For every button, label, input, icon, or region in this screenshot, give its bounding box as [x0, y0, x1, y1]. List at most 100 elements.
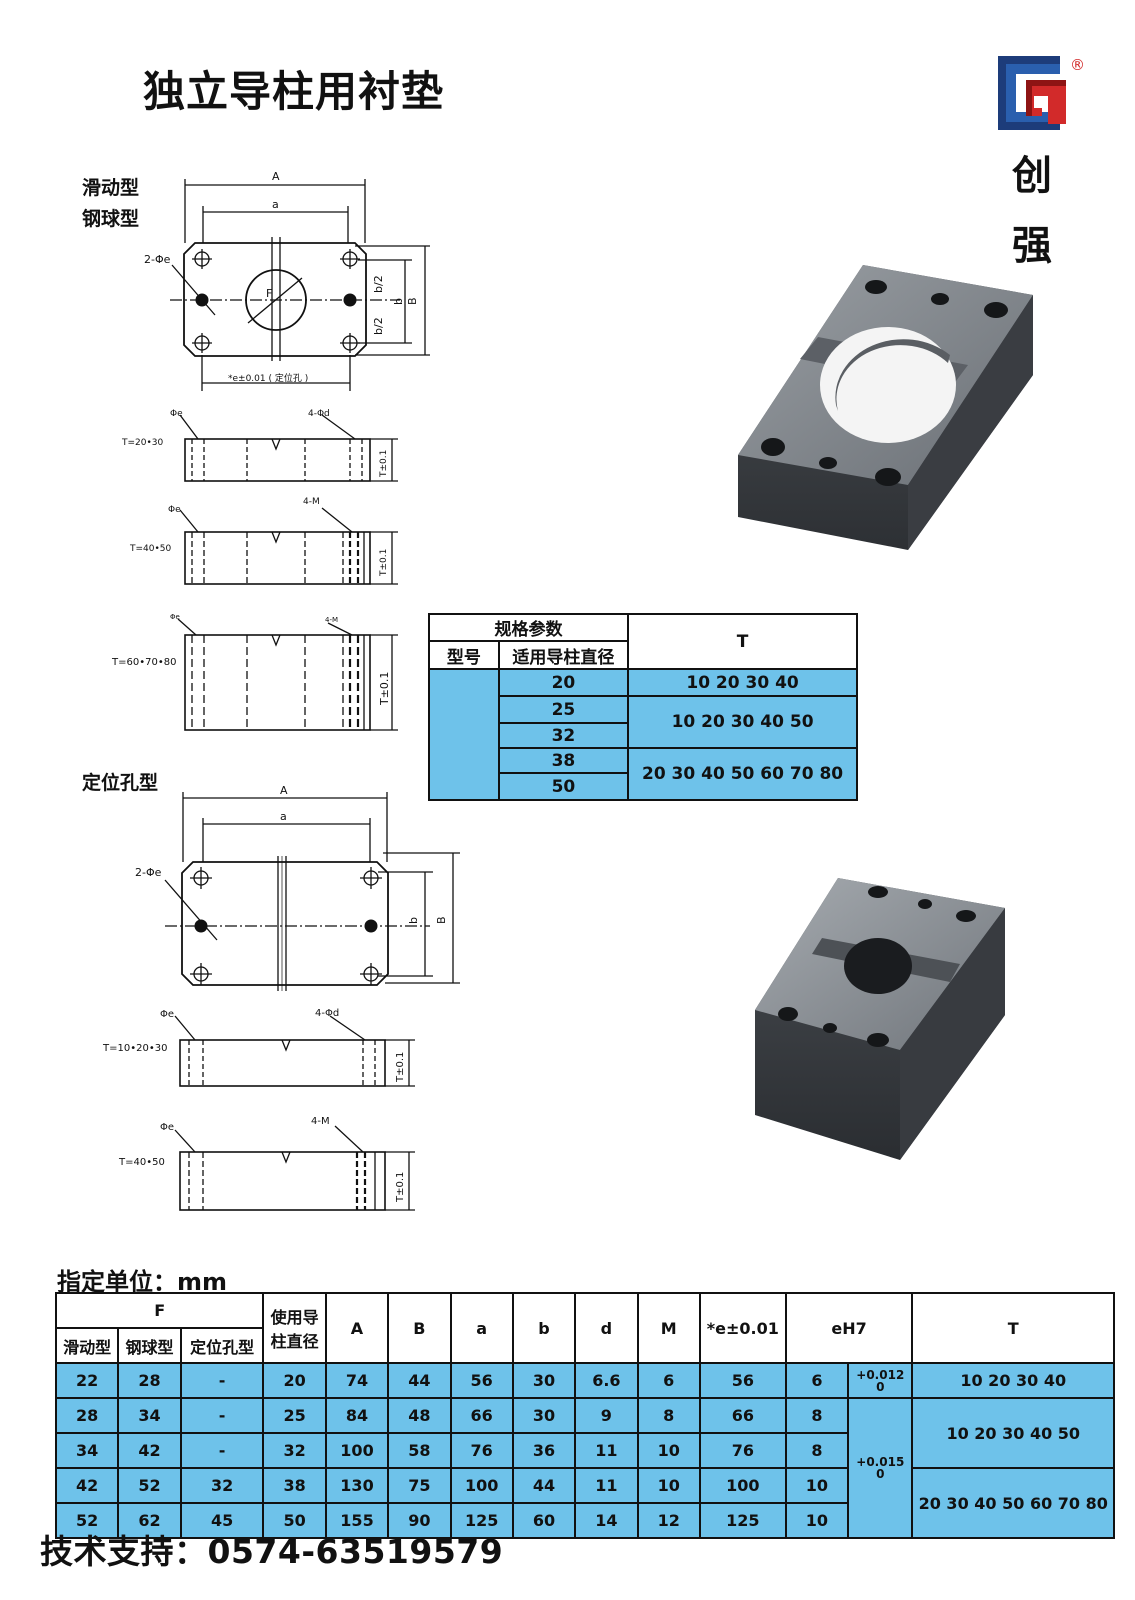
side2-right-label: 4-M: [303, 497, 320, 507]
spec-row-dia: 20: [497, 668, 630, 697]
hdr-e: *e±0.01: [698, 1292, 787, 1364]
cell: 34: [117, 1397, 182, 1434]
cell: 76: [698, 1432, 787, 1469]
dim2-a: a: [280, 810, 287, 823]
cell: 6.6: [574, 1362, 639, 1399]
cell: 100: [698, 1467, 787, 1504]
dim2-b: b: [407, 917, 420, 924]
cell: 130: [324, 1467, 390, 1504]
diagram-slide-ball: A a 2-Φe F *e±0.01 ( 定位孔 ) B b b/2 b/2 T…: [111, 170, 430, 731]
product-photo-positioning-type: [755, 878, 1005, 1160]
spec-group-header: 规格参数: [427, 613, 630, 642]
registered-mark: ®: [1070, 56, 1085, 74]
cell: 10: [784, 1502, 850, 1539]
cell: 58: [387, 1432, 452, 1469]
hdr-F-ball: 钢球型: [117, 1327, 182, 1364]
cell: 6: [636, 1362, 701, 1399]
cell: 25: [262, 1397, 327, 1434]
main-spec-table: F 使用导柱直径 A B a b d M *e±0.01 eH7 T 滑动型 钢…: [54, 1292, 1115, 1539]
page-title: 独立导柱用衬垫: [143, 67, 445, 116]
cell: 12: [636, 1502, 701, 1539]
table-row: 22 28 - 20 74 44 56 30 6.6 6 56 6 +0.012…: [54, 1362, 1115, 1399]
hdr-eH7: eH7: [784, 1292, 914, 1364]
spec-col-dia: 适用导柱直径: [497, 640, 630, 670]
cell: 20: [262, 1362, 327, 1399]
cell: 44: [511, 1467, 577, 1504]
dim-A: A: [272, 170, 280, 183]
dim2-B: B: [435, 916, 448, 924]
side1-left-label: Φe: [170, 409, 183, 419]
side3-left-label: Φe: [170, 613, 180, 621]
side1-t-label: T=20•30: [121, 438, 164, 448]
side1-right-label: 4-Φd: [308, 409, 330, 419]
cell: 28: [54, 1397, 120, 1434]
cell: 75: [387, 1467, 452, 1504]
cell: 11: [574, 1467, 639, 1504]
bore-label: F: [266, 287, 272, 300]
cell: 8: [784, 1397, 850, 1434]
hdr-F-slide: 滑动型: [54, 1327, 120, 1364]
cell: 50: [262, 1502, 327, 1539]
cell: 56: [698, 1362, 787, 1399]
cell: 52: [54, 1502, 120, 1539]
cell: 8: [784, 1432, 850, 1469]
cell: 155: [324, 1502, 390, 1539]
cell: 66: [449, 1397, 514, 1434]
cell: 6: [784, 1362, 850, 1399]
spec-table: 规格参数 T 型号 适用导柱直径 20 10 20 30 40 25 10 20…: [427, 613, 858, 801]
diagram-positioning: A a 2-Φe B b T=10•20•30 Φe 4-Φd T±0.1: [102, 784, 460, 1211]
spec-row-dia: 32: [497, 722, 630, 749]
cell: 11: [574, 1432, 639, 1469]
cell: 125: [449, 1502, 514, 1539]
cell: 45: [179, 1502, 265, 1539]
cell: 100: [324, 1432, 390, 1469]
hdr-F: F: [54, 1292, 265, 1329]
hdr-B: B: [387, 1292, 452, 1364]
cell: 66: [698, 1397, 787, 1434]
spec-row-dia: 50: [497, 772, 630, 801]
spec-row-T: 10 20 30 40: [627, 668, 858, 697]
side2a-tol: T±0.1: [395, 1052, 406, 1083]
spec-col-T: T: [627, 613, 858, 670]
spec-row-dia: 25: [497, 695, 630, 724]
cell: -: [179, 1362, 265, 1399]
spec-row-dia: 38: [497, 747, 630, 774]
cell: 125: [698, 1502, 787, 1539]
cell-T: 10 20 30 40: [911, 1362, 1115, 1399]
cell: 42: [54, 1467, 120, 1504]
product-photo-slide-type: [738, 265, 1033, 550]
table-row: 34 42 - 32 100 58 76 36 11 10 76 8: [54, 1432, 1114, 1469]
side2b-t-label: T=40•50: [118, 1157, 165, 1168]
section-label-slide: 滑动型: [82, 177, 140, 199]
hdr-M: M: [636, 1292, 701, 1364]
cell: 62: [117, 1502, 182, 1539]
dim-b: b: [392, 298, 405, 305]
dim-b-half-1: b/2: [372, 275, 385, 293]
cq-logo-icon: ®: [998, 56, 1085, 130]
cell: 32: [179, 1467, 265, 1504]
side3-t-label: T=60•70•80: [111, 657, 176, 668]
hdr-b: b: [511, 1292, 577, 1364]
cell: -: [179, 1432, 265, 1469]
side2b-left-label: Φe: [160, 1122, 174, 1133]
cell: 10: [636, 1432, 701, 1469]
side2b-right-label: 4-M: [311, 1116, 330, 1127]
table-row: 28 34 - 25 84 48 66 30 9 8 66 8 +0.015 0…: [54, 1397, 1115, 1539]
dim-a: a: [272, 198, 279, 211]
cell: 30: [511, 1397, 577, 1434]
dim-b-half-2: b/2: [372, 317, 385, 335]
table-row: 42 52 32 38 130 75 100 44 11 10 100 10 2…: [54, 1467, 1115, 1539]
dim2-A: A: [280, 784, 288, 797]
section-label-positioning: 定位孔型: [82, 772, 159, 794]
hole2-label: 2-Φe: [135, 866, 162, 879]
spec-row-T: 10 20 30 40 50: [627, 695, 858, 749]
section-label-ball: 钢球型: [82, 208, 140, 230]
side2b-tol: T±0.1: [395, 1172, 406, 1203]
hdr-a: a: [449, 1292, 514, 1364]
pitch-label: *e±0.01 ( 定位孔 ): [228, 372, 308, 384]
cell: 100: [449, 1467, 514, 1504]
spec-col-model: 型号: [428, 640, 500, 670]
spec-row-T: 20 30 40 50 60 70 80: [627, 747, 858, 801]
cell: 74: [324, 1362, 390, 1399]
dim-B: B: [406, 297, 419, 305]
